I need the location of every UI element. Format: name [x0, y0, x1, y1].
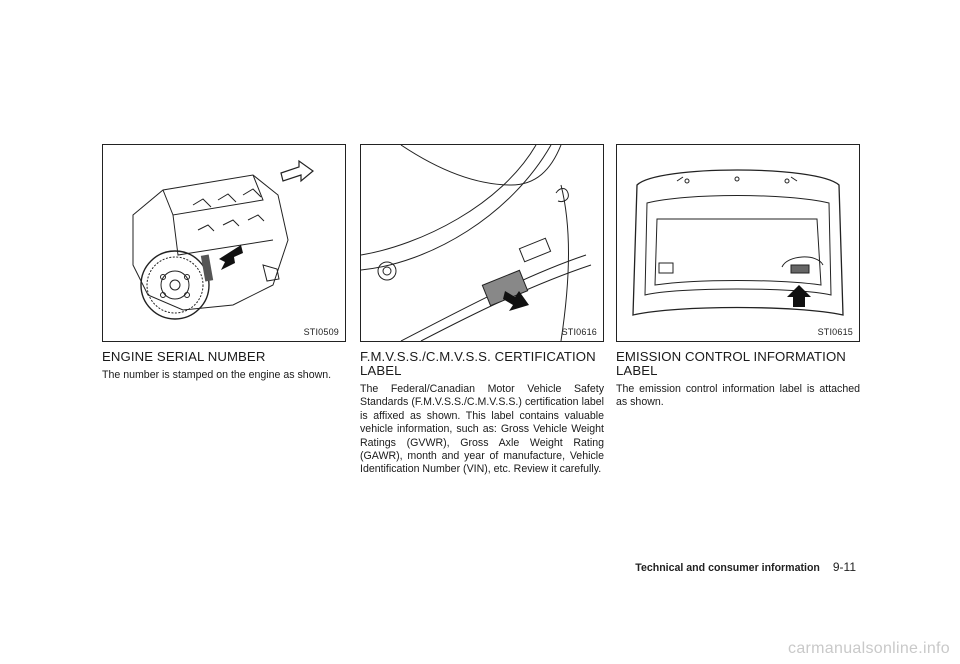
emission-label-section: STI0615 EMISSION CONTROL INFORMATION LAB… [616, 144, 860, 410]
engine-illustration: STI0509 [102, 144, 346, 342]
section-heading: EMISSION CONTROL INFORMATION LABEL [616, 349, 846, 378]
door-pillar-drawing [361, 145, 592, 341]
pointer-arrow-icon [787, 285, 811, 307]
door-pillar-illustration: STI0616 [360, 144, 604, 342]
page-footer: Technical and consumer information 9-11 [635, 560, 856, 574]
pointer-arrow-icon [503, 291, 529, 311]
pointer-arrow-icon [219, 245, 243, 270]
figure-code: STI0616 [561, 327, 597, 337]
engine-serial-number-section: STI0509 ENGINE SERIAL NUMBER The number … [102, 144, 346, 382]
engine-drawing [132, 159, 314, 320]
hood-illustration: STI0615 [616, 144, 860, 342]
watermark: carmanualsonline.info [788, 640, 950, 657]
footer-section-title: Technical and consumer information [635, 562, 820, 574]
figure-code: STI0615 [817, 327, 853, 337]
hood-underside-drawing [632, 169, 844, 316]
page-number: 9-11 [832, 560, 856, 574]
section-heading: F.M.V.S.S./C.M.V.S.S. CERTIFICATION LABE… [360, 349, 596, 378]
certification-label-section: STI0616 F.M.V.S.S./C.M.V.S.S. CERTIFICAT… [360, 144, 604, 477]
section-paragraph: The number is stamped on the engine as s… [102, 369, 332, 381]
figure-code: STI0509 [303, 327, 339, 337]
section-paragraph: The emission control information label i… [616, 383, 860, 409]
front-direction-arrow-icon [280, 159, 314, 183]
section-paragraph: The Federal/Canadian Motor Vehicle Safet… [360, 383, 604, 476]
section-heading: ENGINE SERIAL NUMBER [102, 349, 266, 364]
